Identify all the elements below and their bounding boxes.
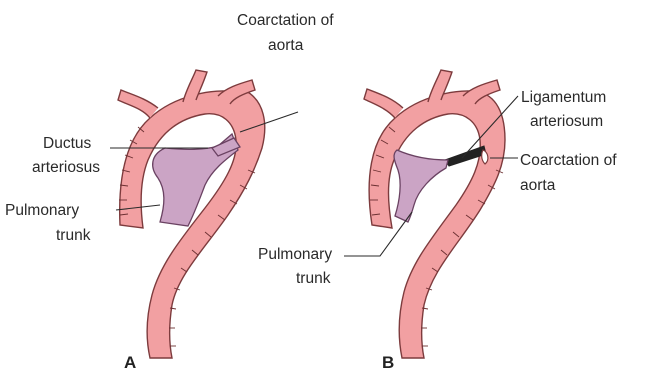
panel-b-coarctation-label-2: aorta	[520, 177, 556, 194]
panel-a-letter: A	[124, 353, 136, 372]
panel-a-ductus-label-2: arteriosus	[32, 159, 100, 176]
panel-a-coarctation-label-2: aorta	[268, 37, 304, 54]
panel-b-aorta	[369, 91, 505, 358]
panel-a-ductus-label-1: Ductus	[43, 135, 91, 152]
panel-b-letter: B	[382, 353, 394, 372]
panel-a-pulmonary-label-2: trunk	[56, 227, 91, 244]
panel-b-ligamentum-label-1: Ligamentum	[521, 89, 606, 106]
panel-b-pulmonary-trunk	[394, 150, 448, 222]
panel-b-figure	[364, 70, 505, 358]
panel-b-coarctation-label-1: Coarctation of	[520, 152, 617, 169]
panel-b-pulmonary-label-1: Pulmonary	[258, 246, 332, 263]
panel-b-pulmonary-label-2: trunk	[296, 270, 331, 287]
panel-a-pulmonary-label-1: Pulmonary	[5, 202, 79, 219]
panel-a-coarctation-label-1: Coarctation of	[237, 12, 334, 29]
panel-a-figure	[118, 70, 265, 358]
panel-b-ligamentum-label-2: arteriosum	[530, 113, 603, 130]
panel-a-aorta	[120, 86, 265, 358]
